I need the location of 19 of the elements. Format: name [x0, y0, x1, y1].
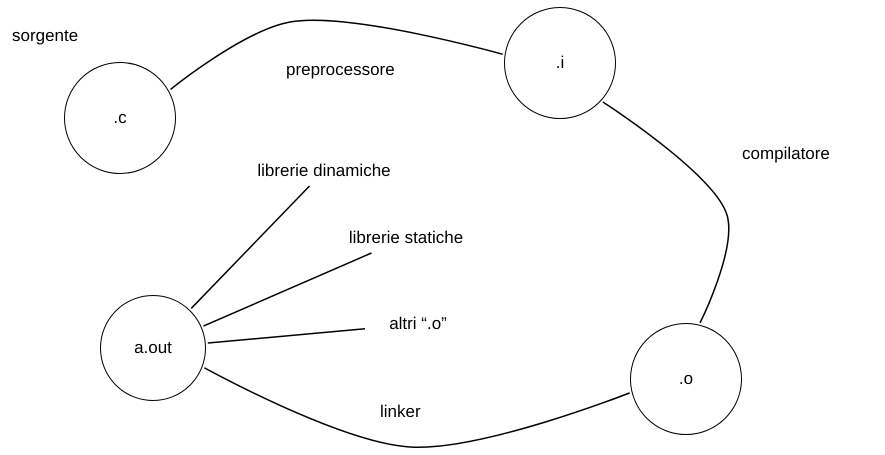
connector-line: [602, 101, 730, 324]
node-label: .i: [556, 53, 564, 73]
file-circle: [100, 295, 206, 401]
caption-text: sorgente: [12, 26, 78, 46]
file-circle: [64, 62, 176, 174]
connector-line: [204, 367, 630, 448]
label-text: librerie dinamiche: [240, 159, 408, 183]
connector-line: [170, 20, 503, 90]
leader-line: [208, 328, 366, 344]
node-label: .c: [113, 108, 127, 128]
label-text: altri “.o”: [368, 312, 468, 336]
node-label: .o: [678, 369, 694, 389]
file-circle: [504, 7, 616, 119]
node-label: a.out: [134, 338, 172, 358]
label-text: librerie statiche: [330, 226, 482, 250]
leader-line: [203, 252, 372, 327]
file-circle: [630, 323, 742, 435]
edge-label: compilatore: [742, 144, 830, 164]
leader-line: [190, 185, 310, 309]
